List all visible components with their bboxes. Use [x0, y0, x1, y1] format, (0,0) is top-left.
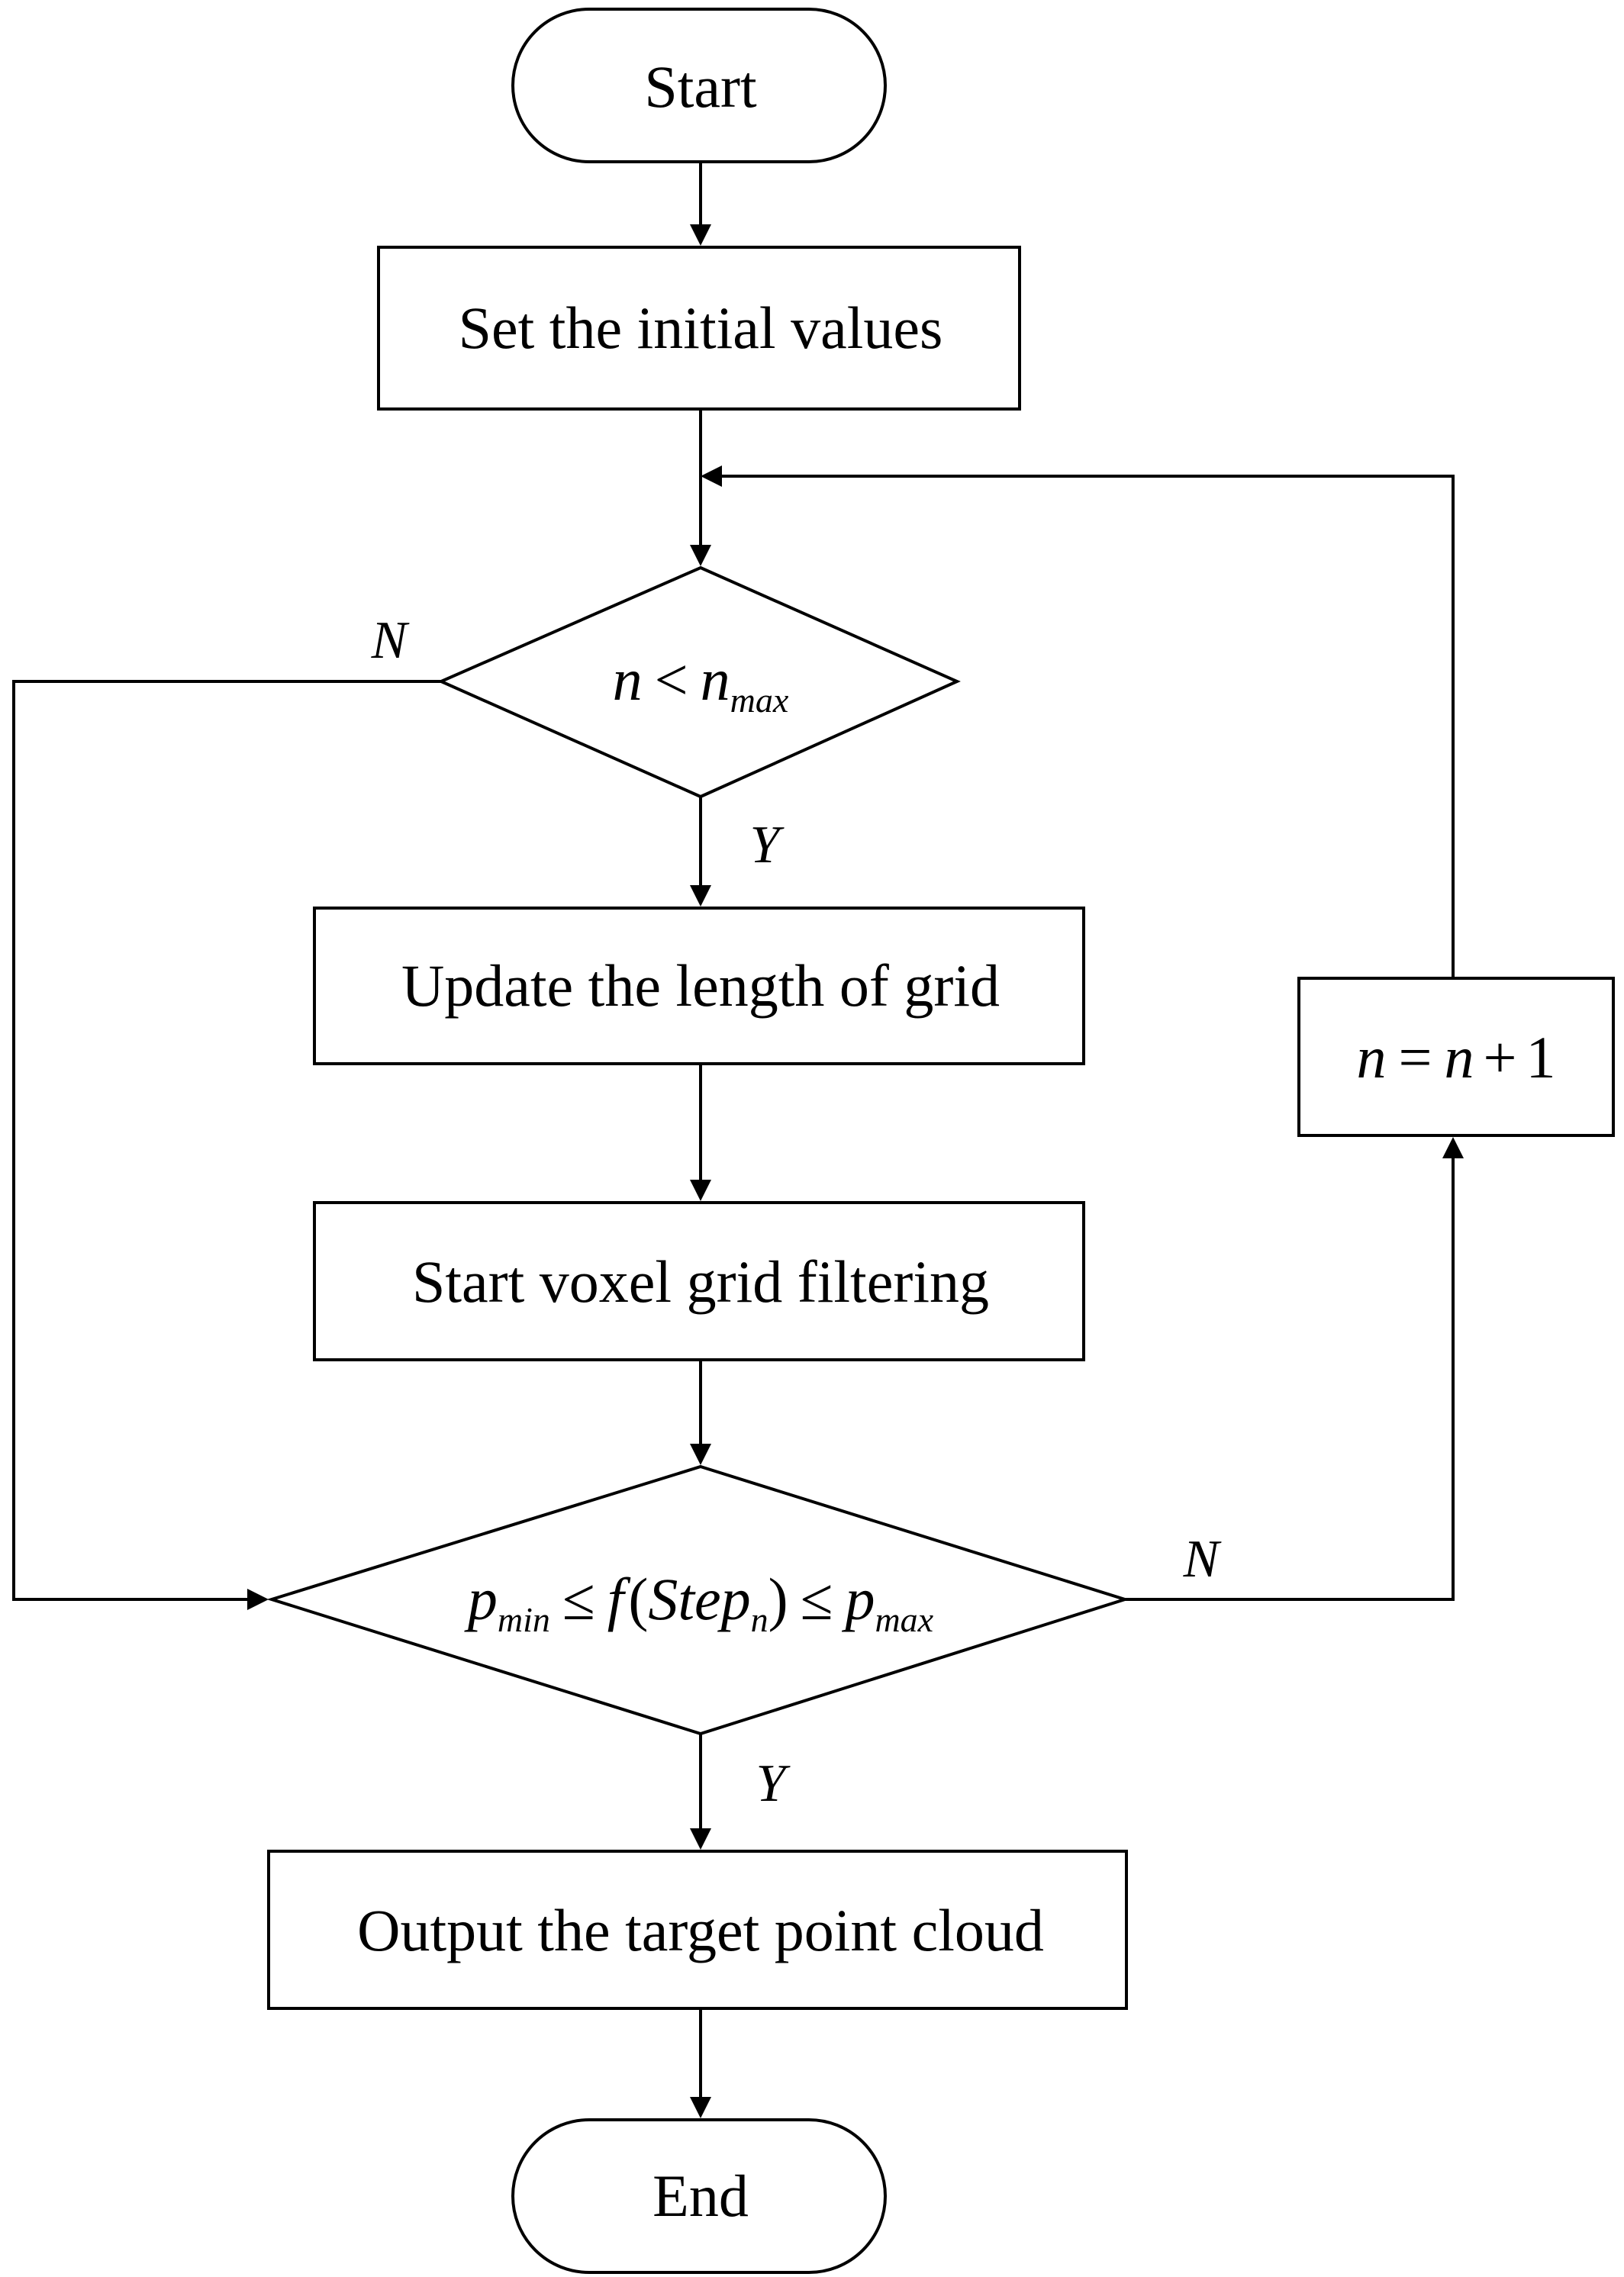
cond-p-op2: ≤ [801, 1566, 833, 1632]
update-label: Update the length of grid [401, 952, 1000, 1019]
incr-expression: n=n+1 [1357, 1024, 1556, 1090]
arrow-cond-p-no-to-incr [1125, 1155, 1455, 1601]
incr-plus: + [1484, 1024, 1517, 1090]
cond-n-expression: n<nmax [613, 646, 789, 720]
arrow-cond-n-no-to-cond-p [12, 680, 441, 1601]
incr-eq: = [1399, 1024, 1432, 1090]
cond-n-decision: n<nmax [437, 565, 961, 799]
arrowhead-output-to-end [690, 2097, 711, 2118]
cond-p-p1: p [464, 1566, 498, 1632]
start-label: Start [644, 53, 757, 120]
arrow-incr-back-to-loop [719, 475, 1455, 977]
arrowhead-init-to-cond-n [690, 545, 711, 566]
filter-process: Start voxel grid filtering [313, 1201, 1085, 1361]
connectors [12, 162, 1464, 2118]
arrowhead-filter-to-cond-p [690, 1444, 711, 1465]
incr-process: n=n+1 [1297, 977, 1615, 1137]
cond-p-step-sub: n [751, 1600, 768, 1639]
filter-label: Start voxel grid filtering [412, 1248, 989, 1315]
cond-p-expression: pmin≤f(Stepn)≤pmax [464, 1566, 934, 1639]
cond-p-lparen: ( [628, 1566, 648, 1632]
incr-left: n [1357, 1024, 1387, 1090]
cond-p-decision: pmin≤f(Stepn)≤pmax [266, 1464, 1130, 1736]
cond-p-no-label: N [1183, 1530, 1222, 1589]
cond-n-no-label: N [371, 611, 410, 670]
arrowhead-start-to-init [690, 224, 711, 246]
arrowhead-update-to-filter [690, 1180, 711, 1201]
update-process: Update the length of grid [313, 907, 1085, 1065]
end-label: End [652, 2163, 749, 2229]
cond-p-p2-sub: max [875, 1600, 933, 1639]
cond-p-op1: ≤ [562, 1566, 595, 1632]
incr-mid: n [1445, 1024, 1474, 1090]
end-terminal: End [511, 2118, 887, 2274]
arrowhead-incr-back-to-loop [701, 465, 722, 487]
cond-p-yes-label: Y [756, 1754, 791, 1813]
cond-n-yes-label: Y [750, 816, 785, 874]
arrowhead-cond-p-no-to-incr [1442, 1137, 1464, 1158]
cond-n-op: < [655, 646, 688, 713]
cond-n-sub: max [730, 681, 789, 720]
cond-n-left: n [613, 646, 643, 713]
arrowhead-cond-n-to-update [690, 885, 711, 907]
cond-p-p1-sub: min [498, 1600, 550, 1639]
start-terminal: Start [511, 8, 887, 163]
arrowhead-cond-p-to-output [690, 1828, 711, 1850]
output-process: Output the target point cloud [267, 1850, 1128, 2010]
cond-n-var: n [701, 646, 730, 713]
output-label: Output the target point cloud [357, 1897, 1044, 1963]
init-label: Set the initial values [459, 295, 943, 361]
arrowhead-cond-n-no-to-cond-p [247, 1589, 269, 1610]
init-process: Set the initial values [377, 246, 1021, 411]
cond-p-p2: p [841, 1566, 875, 1632]
cond-p-rparen: ) [768, 1566, 788, 1632]
cond-p-step: Step [648, 1566, 750, 1632]
incr-one: 1 [1526, 1024, 1556, 1090]
